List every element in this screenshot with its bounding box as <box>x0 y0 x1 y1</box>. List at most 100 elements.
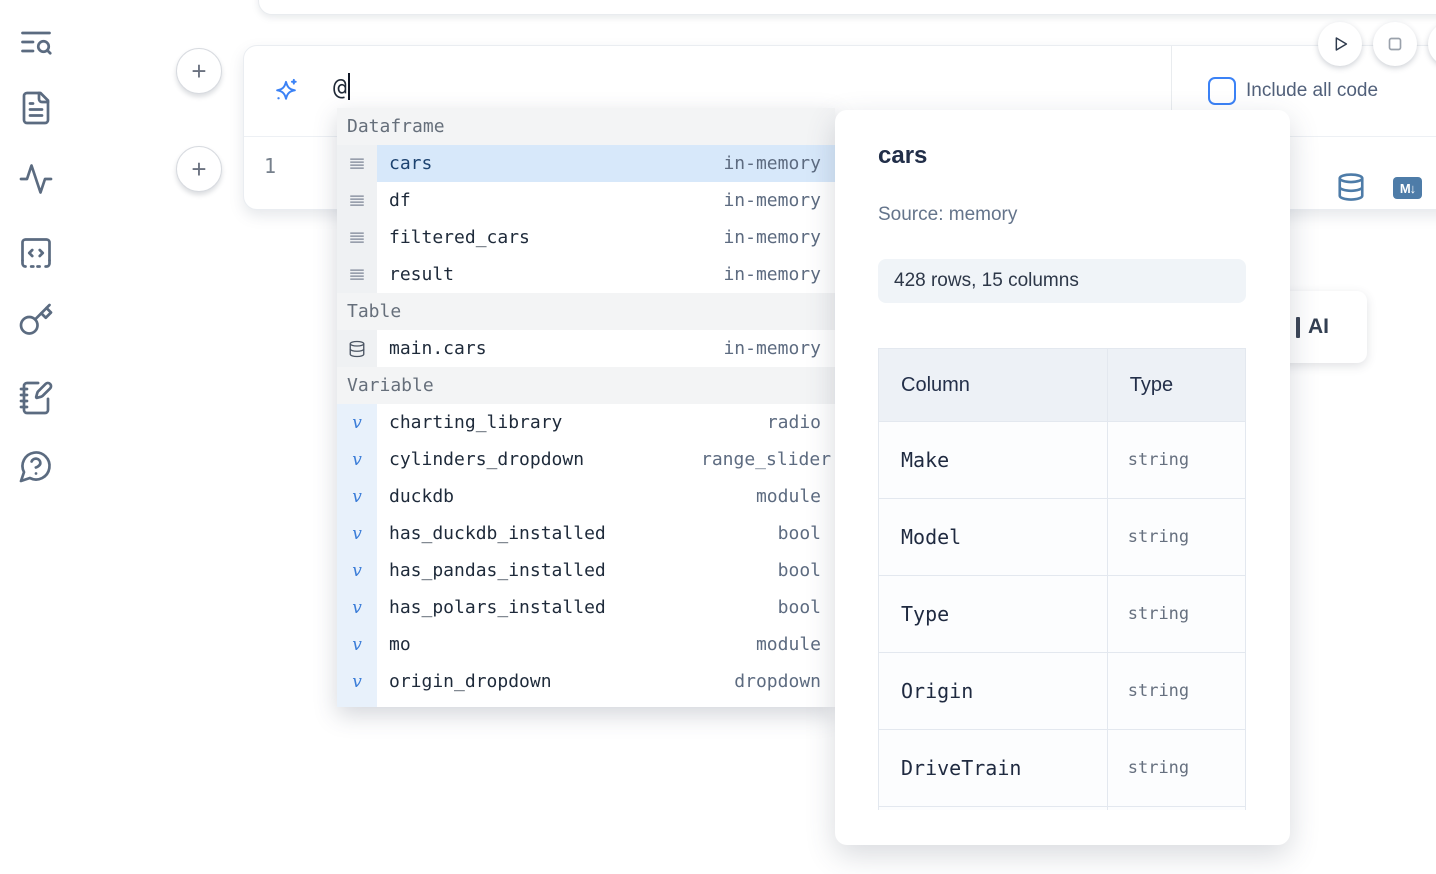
column-type-cell: string <box>1106 498 1247 576</box>
preview-title: cars <box>878 142 928 169</box>
column-name-cell: Make <box>878 421 1108 499</box>
variable-icon: v <box>337 626 377 663</box>
include-all-code-label: Include all code <box>1246 80 1379 101</box>
column-header: Column <box>878 348 1108 422</box>
autocomplete-section-header: Table <box>337 293 835 330</box>
dataframe-rows-icon <box>337 182 377 219</box>
text-search-icon[interactable] <box>18 24 54 60</box>
item-type: bool <box>777 597 821 618</box>
file-text-icon[interactable] <box>18 90 54 126</box>
activity-icon[interactable] <box>18 161 54 197</box>
item-name: charting_library <box>389 412 563 433</box>
item-name: duckdb <box>389 486 455 507</box>
item-name: result <box>389 264 455 285</box>
stop-icon <box>1388 37 1402 51</box>
column-name-cell <box>878 806 1108 810</box>
item-name: has_polars_installed <box>389 597 606 618</box>
item-name: df <box>389 190 411 211</box>
autocomplete-item-pd[interactable]: vpdmodule <box>337 700 835 707</box>
item-type: bool <box>777 523 821 544</box>
add-cell-above-button[interactable]: + <box>176 48 222 94</box>
schema-row <box>878 806 1247 810</box>
column-name-cell: Model <box>878 498 1108 576</box>
variable-icon: v <box>337 700 377 707</box>
ai-prompt-value: @ <box>333 75 347 101</box>
autocomplete-section-header: Variable <box>337 367 835 404</box>
column-name-cell: Type <box>878 575 1108 653</box>
column-type-cell: string <box>1106 575 1247 653</box>
dataframe-rows-icon <box>337 219 377 256</box>
column-type-cell <box>1106 806 1247 810</box>
dataframe-preview-panel: cars Source: memory 428 rows, 15 columns… <box>835 110 1290 845</box>
datasource-database-icon[interactable] <box>1336 171 1366 203</box>
shape-badge: 428 rows, 15 columns <box>878 259 1246 303</box>
play-icon <box>1335 37 1348 51</box>
item-type: in-memory <box>723 153 821 174</box>
key-icon[interactable] <box>18 302 54 338</box>
autocomplete-item-has_pandas_installed[interactable]: v has_pandas_installed bool <box>337 552 835 589</box>
item-name: main.cars <box>389 338 487 359</box>
autocomplete-item-filtered_cars[interactable]: filtered_cars in-memory <box>337 219 835 256</box>
column-type-cell: string <box>1106 652 1247 730</box>
add-cell-below-button[interactable]: + <box>176 146 222 192</box>
item-type: module <box>755 634 821 655</box>
dataframe-rows-icon <box>337 256 377 293</box>
item-type: module <box>755 486 821 507</box>
plus-icon: + <box>191 154 207 184</box>
code-snippet-icon[interactable] <box>18 235 54 271</box>
item-type: in-memory <box>723 264 821 285</box>
item-type: in-memory <box>723 190 821 211</box>
autocomplete-item-main.cars[interactable]: main.cars in-memory <box>337 330 835 367</box>
autocomplete-item-df[interactable]: df in-memory <box>337 182 835 219</box>
autocomplete-item-result[interactable]: result in-memory <box>337 256 835 293</box>
item-name: cylinders_dropdown <box>389 449 585 470</box>
item-name: has_duckdb_installed <box>389 523 606 544</box>
dataframe-rows-icon <box>337 145 377 182</box>
include-all-code-checkbox[interactable] <box>1208 77 1236 105</box>
notebook-pen-icon[interactable] <box>18 380 54 416</box>
item-name: has_pandas_installed <box>389 560 606 581</box>
variable-icon: v <box>337 404 377 441</box>
autocomplete-item-charting_library[interactable]: v charting_library radio <box>337 404 835 441</box>
plus-icon: + <box>191 56 207 86</box>
ai-prompt-input[interactable]: @ <box>333 73 350 101</box>
item-name: filtered_cars <box>389 227 530 248</box>
column-type-cell: string <box>1106 729 1247 807</box>
variable-icon: v <box>337 478 377 515</box>
previous-cell-edge <box>258 0 1436 15</box>
variable-icon: v <box>337 663 377 700</box>
item-type: dropdown <box>734 671 821 692</box>
item-name: origin_dropdown <box>389 671 552 692</box>
markdown-convert-icon[interactable]: M↓ <box>1393 177 1422 199</box>
extra-control-button[interactable] <box>1428 22 1436 66</box>
text-cursor <box>347 73 350 100</box>
run-cell-button[interactable] <box>1318 22 1362 66</box>
variable-icon: v <box>337 441 377 478</box>
stop-cell-button[interactable] <box>1373 22 1417 66</box>
help-chat-icon[interactable] <box>18 448 54 484</box>
item-type: radio <box>766 412 821 433</box>
item-type: bool <box>777 560 821 581</box>
divider <box>1171 46 1172 136</box>
variable-icon: v <box>337 552 377 589</box>
item-type: in-memory <box>723 338 821 359</box>
item-type: in-memory <box>723 227 821 248</box>
line-number: 1 <box>264 154 277 178</box>
column-name-cell: DriveTrain <box>878 729 1108 807</box>
column-name-cell: Origin <box>878 652 1108 730</box>
autocomplete-item-origin_dropdown[interactable]: v origin_dropdown dropdown <box>337 663 835 700</box>
ai-button-label: AI <box>1308 315 1329 338</box>
